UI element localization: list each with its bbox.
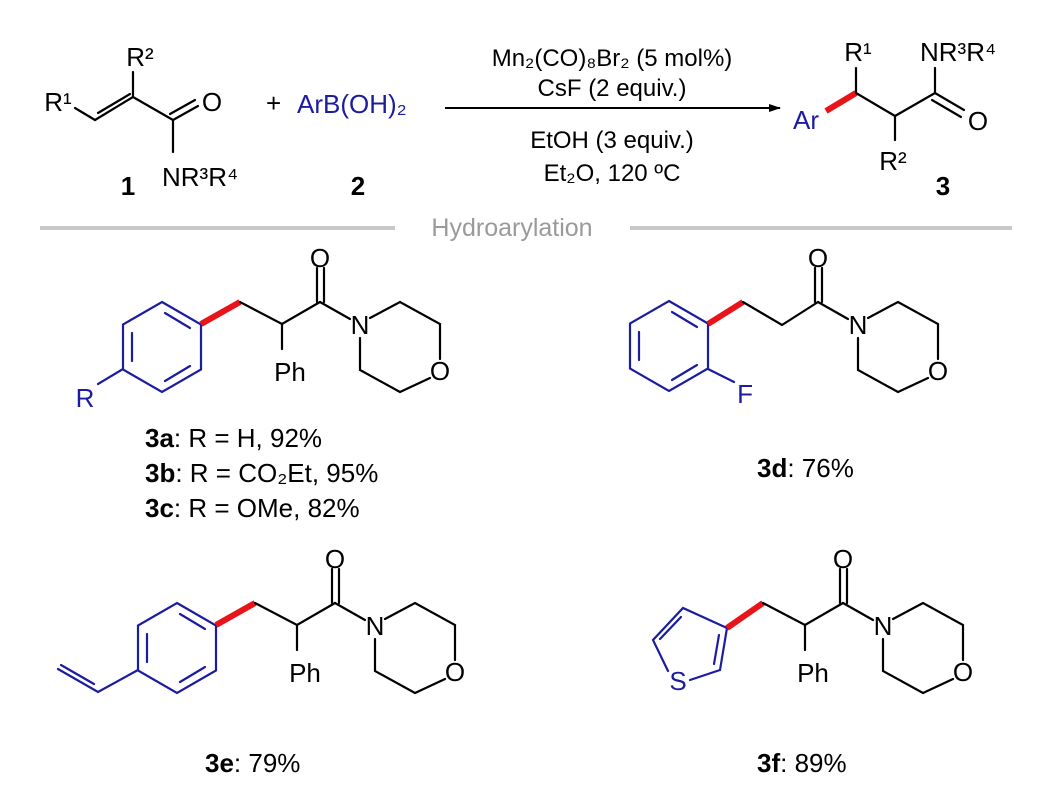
oxygen-label: O	[968, 106, 988, 136]
new-bond	[199, 299, 242, 327]
amine-label: NR³R⁴	[920, 37, 996, 67]
morpholine-oxygen-label: O	[928, 356, 948, 386]
compound-3e-structure: Ph O N O	[56, 544, 465, 695]
compound-id: 3b	[145, 458, 175, 488]
benzene-ring	[136, 601, 218, 695]
r2-label: R²	[126, 42, 154, 72]
compound-detail: : 79%	[234, 748, 301, 778]
nitrogen-label: N	[366, 611, 385, 641]
phenyl-label: Ph	[289, 658, 321, 688]
compound-3b-caption: 3b: R = CO₂Et, 95%	[145, 458, 378, 488]
nitrogen-label: N	[849, 310, 868, 340]
svg-text:3b: R = CO₂Et, 95%: 3b: R = CO₂Et, 95%	[145, 458, 378, 488]
carbonyl-oxygen-label: O	[325, 544, 345, 574]
benzene-ring	[628, 299, 710, 393]
morpholine-oxygen-label: O	[953, 657, 973, 687]
compound-detail: : 76%	[787, 453, 854, 483]
r1-label: R¹	[44, 87, 72, 117]
r2-label: R²	[879, 146, 907, 176]
sulfur-label: S	[669, 666, 686, 696]
r-substituent-label: R	[76, 383, 95, 413]
r1-label: R¹	[844, 37, 872, 67]
compound-number-1: 1	[121, 171, 135, 201]
carbonyl-oxygen-label: O	[808, 243, 828, 273]
svg-text:3d: 76%: 3d: 76%	[757, 453, 854, 483]
svg-text:3c: R = OMe, 82%: 3c: R = OMe, 82%	[145, 493, 360, 523]
svg-text:3f: 89%: 3f: 89%	[757, 748, 847, 778]
carbonyl-oxygen-label: O	[833, 544, 853, 574]
compound-3a-caption: 3a: R = H, 92%	[145, 423, 322, 453]
thiophene-ring: S	[651, 606, 729, 696]
compound-id: 3c	[145, 493, 174, 523]
nitrogen-label: N	[874, 611, 893, 641]
phenyl-label: Ph	[797, 658, 829, 688]
plus-sign: +	[266, 88, 281, 118]
svg-text:3a: R = H, 92%: 3a: R = H, 92%	[145, 423, 322, 453]
svg-text:3e: 79%: 3e: 79%	[205, 748, 300, 778]
compound-id: 3f	[757, 748, 780, 778]
morpholine-oxygen-label: O	[430, 356, 450, 386]
arylboronic-acid-label: ArB(OH)₂	[297, 89, 407, 119]
benzene-ring	[121, 300, 203, 394]
compound-3d-structure: F O N O	[628, 243, 948, 409]
phenyl-label: Ph	[274, 357, 306, 387]
compound-3f-caption: 3f: 89%	[757, 748, 847, 778]
compound-detail: : 89%	[780, 748, 847, 778]
amine-label: NR³R⁴	[162, 162, 238, 192]
morpholine-oxygen-label: O	[445, 657, 465, 687]
section-title: Hydroarylation	[431, 214, 592, 242]
oxygen-label: O	[202, 87, 222, 117]
compound-3c-caption: 3c: R = OMe, 82%	[145, 493, 360, 523]
new-bond	[214, 600, 257, 628]
condition-solvent-temp: Et₂O, 120 ºC	[544, 160, 681, 187]
new-bond	[706, 299, 745, 327]
compound-3a-3c-structure: R Ph O N O	[76, 243, 451, 413]
condition-base: CsF (2 equiv.)	[538, 75, 687, 102]
condition-catalyst: Mn₂(CO)₈Br₂ (5 mol%)	[492, 45, 733, 72]
compound-detail: : R = OMe, 82%	[174, 493, 360, 523]
compound-id: 3e	[205, 748, 234, 778]
ar-label: Ar	[793, 105, 819, 135]
product-3-structure: Ar R¹ R² NR³R⁴ O 3	[793, 37, 996, 201]
compound-detail: : R = CO₂Et, 95%	[175, 458, 378, 488]
reactant-1-structure: R¹ R² O NR³R⁴ 1	[44, 42, 238, 201]
compound-id: 3d	[757, 453, 787, 483]
new-bond	[824, 90, 858, 114]
compound-number-3: 3	[936, 171, 950, 201]
compound-detail: : R = H, 92%	[174, 423, 322, 453]
compound-3f-structure: S Ph O N O	[651, 544, 973, 696]
nitrogen-label: N	[351, 310, 370, 340]
compound-number-2: 2	[351, 171, 365, 201]
carbonyl-oxygen-label: O	[310, 243, 330, 273]
compound-3d-caption: 3d: 76%	[757, 453, 854, 483]
fluorine-label: F	[737, 379, 753, 409]
new-bond	[725, 600, 765, 631]
condition-additive: EtOH (3 equiv.)	[530, 127, 694, 154]
compound-3e-caption: 3e: 79%	[205, 748, 300, 778]
vinyl-group	[56, 667, 140, 694]
compound-id: 3a	[145, 423, 174, 453]
